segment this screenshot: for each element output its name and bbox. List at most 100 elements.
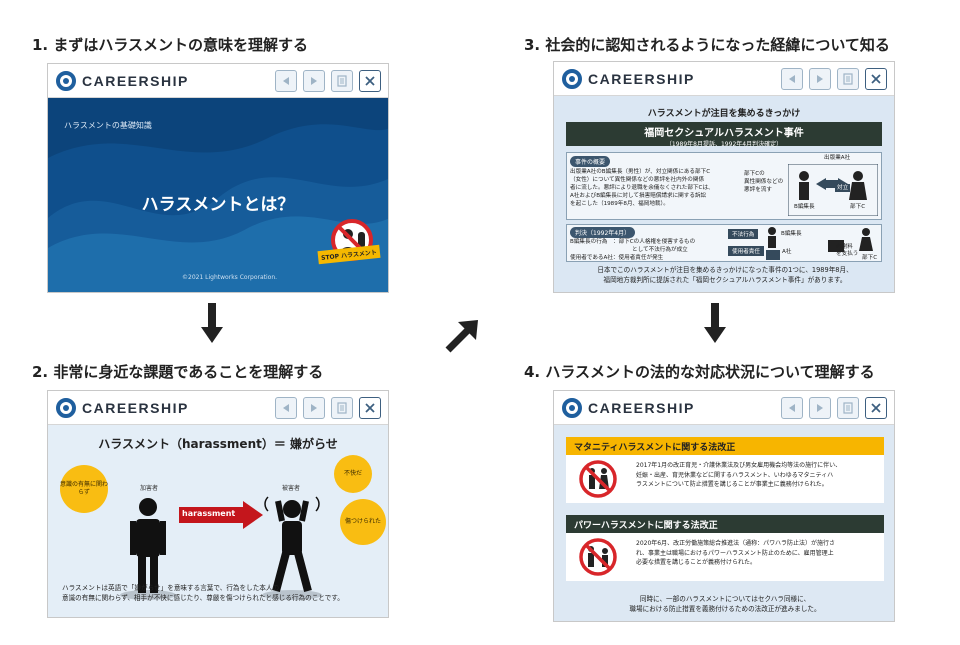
document-button[interactable]: [837, 68, 859, 90]
subordinate2-label: 部下C: [862, 255, 878, 261]
desc-line: 日本でこのハラスメントが注目を集めるきっかけになった事件の1つに、1989年8月…: [597, 266, 853, 274]
company-label: 出版業A社: [824, 155, 851, 161]
bubble-unconscious: 意識の有無に関わらず: [60, 465, 108, 513]
next-button[interactable]: [809, 397, 831, 419]
pay-line: を支払う: [836, 250, 859, 257]
power-section-body: 2020年6月、改正労働施策総合推進法（通称：パワハラ防止法）が施行さ れ、事業…: [566, 533, 884, 581]
tort-label: 不法行為: [728, 229, 759, 239]
panel-header: CAREERSHIP: [48, 391, 388, 425]
panel-header: CAREERSHIP: [48, 64, 388, 98]
close-icon: [871, 74, 881, 84]
next-icon: [817, 75, 823, 83]
careership-logo-icon: [562, 397, 582, 418]
section-line: ラスメントについて防止措置を講じることが事業主に義務付けられた。: [636, 481, 828, 489]
slide-panel-4: CAREERSHIP マタニティハラスメントに関する法改正 2017年1月の改正…: [553, 390, 895, 622]
close-icon: [871, 403, 881, 413]
document-icon: [337, 75, 347, 87]
next-icon: [311, 404, 317, 412]
slide-heading: ハラスメント（harassment）＝ 嫌がらせ: [98, 437, 338, 451]
section-line: 2020年6月、改正労働施策総合推進法（通称：パワハラ防止法）が施行さ: [636, 540, 836, 547]
power-section-title: パワーハラスメントに関する法改正: [566, 515, 884, 533]
slide-panel-3: CAREERSHIP ハラスメントが注目を集めるきっかけ 福岡セクシュアルハラス…: [553, 61, 895, 293]
slide-3-content: ハラスメントが注目を集めるきっかけ 福岡セクシュアルハラスメント事件 （1989…: [554, 96, 894, 292]
company2-label: A社: [782, 249, 792, 255]
maternity-section-text: 2017年1月の改正育児・介護休業法及び男女雇用機会均等法の施行に伴い、 妊娠・…: [636, 461, 876, 490]
logo-text: CAREERSHIP: [588, 70, 695, 87]
close-button[interactable]: [359, 397, 381, 419]
rumor-text: 部下Cの 異性関係などの 悪評を流す: [744, 170, 788, 194]
slide-heading: ハラスメントが注目を集めるきっかけ: [647, 109, 801, 119]
slide-1-content: ハラスメントの基礎知識 ハラスメントとは？ ©2021 Lightworks C…: [48, 98, 388, 292]
section-line: 必要な措置を講じることが義務付けられた。: [636, 559, 757, 567]
desc-line: 意識の有無に関わらず、相手が不快に感じたり、尊厳を傷つけられたと感じる行為のこと…: [62, 594, 344, 603]
perpetrator-label: 加害者: [140, 485, 159, 492]
down-arrow-icon: [201, 303, 223, 343]
slide-title: ハラスメントとは？: [141, 195, 295, 215]
step-2-title: 2. 非常に身近な課題であることを理解する: [32, 363, 324, 381]
next-icon: [311, 77, 317, 85]
slide-subtitle: ハラスメントの基礎知識: [64, 121, 152, 130]
panel-header: CAREERSHIP: [554, 391, 894, 425]
careership-logo-icon: [56, 70, 76, 91]
prev-button[interactable]: [275, 70, 297, 92]
rumor-line: 部下Cの: [744, 171, 765, 177]
summary-line: 者に流した。悪評により退職を余儀なくされた部下Cは、: [570, 185, 714, 192]
verdict-line: B編集長の行為 ：部下Cの人格権を侵害するもの: [570, 239, 696, 245]
prev-button[interactable]: [275, 397, 297, 419]
document-button[interactable]: [331, 397, 353, 419]
slide-description: 日本でこのハラスメントが注目を集めるきっかけになった事件の1つに、1989年8月…: [572, 266, 878, 286]
bubble-hurt: 傷つけられた: [340, 499, 386, 545]
desc-line: 同時に、一部のハラスメントについてはセクハラ同様に、: [639, 595, 811, 603]
close-button[interactable]: [359, 70, 381, 92]
desc-line: 福岡地方裁判所に提訴された「福岡セクシュアルハラスメント事件」があります。: [603, 275, 847, 284]
summary-line: （女性）について異性関係などの悪評を社内外の関係: [570, 177, 705, 184]
perpetrator-figure-icon: [120, 498, 176, 600]
step-1-title: 1. まずはハラスメントの意味を理解する: [32, 36, 309, 54]
prev-icon: [789, 75, 795, 83]
careership-logo-icon: [56, 397, 76, 418]
down-arrow-icon: [704, 303, 726, 343]
summary-line: A社およびB編集長に対して損害賠償請求に関する訴訟: [570, 193, 707, 200]
bubble-uncomfortable: 不快だ: [334, 455, 372, 493]
verdict-diagram-icon: [766, 227, 873, 260]
conflict-diagram-icon: [788, 164, 878, 216]
verdict-line: 使用者であるA社：使用者責任が発生: [570, 255, 664, 262]
next-button[interactable]: [809, 68, 831, 90]
slide-description: 同時に、一部のハラスメントについてはセクハラ同様に、 職場における防止措置を義務…: [574, 595, 876, 615]
document-button[interactable]: [837, 397, 859, 419]
prev-icon: [789, 404, 795, 412]
diagonal-arrow-icon: [445, 320, 478, 353]
summary-text: 出版業A社のB編集長（男性）が、対立関係にある部下C （女性）について異性関係な…: [570, 168, 734, 209]
victim-figure-icon: [262, 496, 322, 600]
slide-4-content: マタニティハラスメントに関する法改正 2017年1月の改正育児・介護休業法及び男…: [554, 425, 894, 621]
close-icon: [365, 76, 375, 86]
close-icon: [365, 403, 375, 413]
document-button[interactable]: [331, 70, 353, 92]
next-button[interactable]: [303, 70, 325, 92]
power-section-text: 2020年6月、改正労働施策総合推進法（通称：パワハラ防止法）が施行さ れ、事業…: [636, 539, 876, 568]
verdict-tag: 判決（1992年4月）: [570, 227, 636, 238]
document-icon: [843, 73, 853, 85]
case-title: 福岡セクシュアルハラスメント事件: [644, 128, 804, 139]
harassment-arrow-icon: [179, 501, 263, 529]
copyright: ©2021 Lightworks Corporation.: [182, 274, 278, 281]
next-button[interactable]: [303, 397, 325, 419]
summary-line: を起こした（1989年8月、福岡地裁）。: [570, 201, 669, 208]
careership-logo-icon: [562, 68, 582, 89]
pay-text: 慰謝料 を支払う: [836, 244, 858, 257]
employer-label: 使用者責任: [728, 246, 764, 256]
case-title-band: 福岡セクシュアルハラスメント事件 （1989年8月提訴、1992年4月判決確定）: [566, 122, 882, 148]
prev-button[interactable]: [781, 68, 803, 90]
next-icon: [817, 404, 823, 412]
section-line: 妊娠・出産、育児休業などに関するハラスメント、いわゆるマタニティハ: [636, 471, 834, 479]
prev-button[interactable]: [781, 397, 803, 419]
no-maternity-harassment-icon: [579, 460, 617, 498]
harassment-label: harassment: [182, 509, 236, 518]
close-button[interactable]: [865, 397, 887, 419]
pay-line: 慰謝料: [836, 244, 853, 250]
wave-background: [48, 98, 388, 292]
prev-icon: [283, 404, 289, 412]
editor2-label: B編集長: [781, 231, 802, 237]
close-button[interactable]: [865, 68, 887, 90]
subordinate-label: 部下C: [850, 204, 866, 210]
